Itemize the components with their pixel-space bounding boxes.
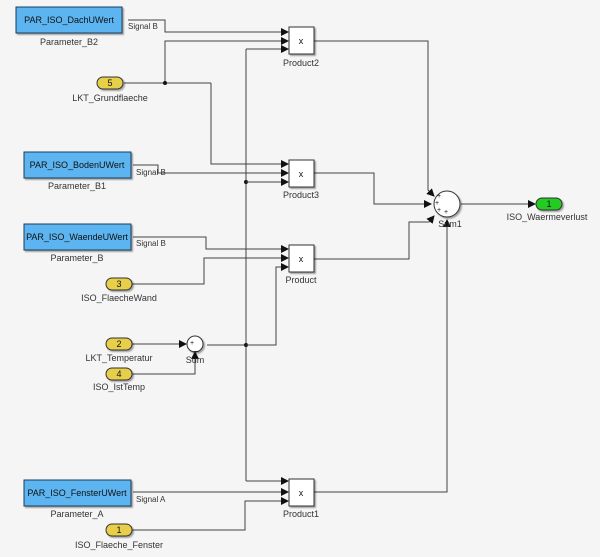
sum1-plus-sign: + xyxy=(444,209,448,216)
sum-plus-sign: + xyxy=(190,340,194,347)
wire-in5-to-product2[interactable] xyxy=(164,37,289,83)
wire-product1-to-sum1[interactable] xyxy=(314,219,451,493)
sum-name: Sum xyxy=(186,355,205,365)
outport-1[interactable]: 1 ISO_Waermeverlust xyxy=(507,197,588,222)
wire-in1-to-product1[interactable] xyxy=(130,497,289,531)
wires xyxy=(124,19,536,531)
inport-number: 4 xyxy=(116,369,121,379)
signal-label: Signal A xyxy=(136,495,166,504)
wire-sum-to-product[interactable] xyxy=(246,263,289,346)
product-name: Product1 xyxy=(283,509,319,519)
wire-product2-to-sum1[interactable] xyxy=(314,40,435,197)
parameter-block-waende[interactable]: PAR_ISO_WaendeUWert Parameter_B xyxy=(23,223,132,263)
inport-name: ISO_FlaecheWand xyxy=(81,293,157,303)
inport-1[interactable]: 1 ISO_Flaeche_Fenster xyxy=(75,523,163,550)
outport-number: 1 xyxy=(546,199,551,209)
inport-5[interactable]: 5 LKT_Grundflaeche xyxy=(72,76,148,103)
branch-point xyxy=(163,81,167,85)
parameter-name: PAR_ISO_DachUWert xyxy=(24,15,114,25)
wire-param-b2-to-product2[interactable] xyxy=(128,19,289,36)
signal-label: Signal B xyxy=(128,22,158,31)
product-block-3[interactable]: x Product3 xyxy=(283,159,319,200)
parameter-block-boden[interactable]: PAR_ISO_BodenUWert Parameter_B1 xyxy=(23,151,132,191)
product-symbol: x xyxy=(299,169,304,179)
product-name: Product3 xyxy=(283,190,319,200)
wire-in5-to-product3[interactable] xyxy=(210,83,289,168)
product-symbol: x xyxy=(299,254,304,264)
wire-product-to-sum1[interactable] xyxy=(314,215,435,260)
sum-block[interactable]: + _ Sum xyxy=(186,335,205,365)
inport-3[interactable]: 3 ISO_FlaecheWand xyxy=(81,277,157,303)
inport-name: LKT_Temperatur xyxy=(85,353,152,363)
sum1-plus-sign: + xyxy=(435,200,439,207)
sum1-plus-sign: + xyxy=(437,193,441,200)
wire-in4-to-sum[interactable] xyxy=(130,351,199,375)
inport-number: 5 xyxy=(107,78,112,88)
inport-name: ISO_IstTemp xyxy=(93,382,145,392)
product-name: Product xyxy=(285,275,317,285)
parameter-name: PAR_ISO_BodenUWert xyxy=(30,160,125,170)
sum1-plus-sign: + xyxy=(437,207,441,214)
wire-param-b1-to-product3[interactable] xyxy=(133,164,289,177)
sum1-name: Sum1 xyxy=(438,219,462,229)
inport-number: 1 xyxy=(116,525,121,535)
inport-number: 3 xyxy=(116,279,121,289)
inport-name: LKT_Grundflaeche xyxy=(72,93,148,103)
wire-product3-to-sum1[interactable] xyxy=(314,172,432,208)
parameter-caption: Parameter_B2 xyxy=(40,37,98,47)
product-symbol: x xyxy=(299,36,304,46)
wire-in3-to-product[interactable] xyxy=(124,254,289,285)
sum-minus-sign: _ xyxy=(193,343,199,352)
product-block[interactable]: x Product xyxy=(285,244,317,285)
inport-2[interactable]: 2 LKT_Temperatur xyxy=(85,337,153,363)
outport-name: ISO_Waermeverlust xyxy=(507,212,588,222)
parameter-block-fenster[interactable]: PAR_ISO_FensterUWert Parameter_A xyxy=(23,479,132,519)
inport-name: ISO_Flaeche_Fenster xyxy=(75,540,163,550)
wire-param-b-to-product[interactable] xyxy=(133,236,289,253)
parameter-caption: Parameter_A xyxy=(50,509,103,519)
inport-4[interactable]: 4 ISO_IstTemp xyxy=(93,367,145,392)
signal-label: Signal B xyxy=(136,239,166,248)
inport-number: 2 xyxy=(116,339,121,349)
sum1-block[interactable]: + + + + Sum1 xyxy=(433,190,462,229)
signal-label: Signal B xyxy=(136,168,166,177)
parameter-name: PAR_ISO_FensterUWert xyxy=(27,488,127,498)
product-symbol: x xyxy=(299,488,304,498)
product-block-2[interactable]: x Product2 xyxy=(283,26,319,68)
parameter-caption: Parameter_B1 xyxy=(48,181,106,191)
parameter-caption: Parameter_B xyxy=(50,253,103,263)
product-name: Product2 xyxy=(283,58,319,68)
parameter-block-dach[interactable]: PAR_ISO_DachUWert Parameter_B2 xyxy=(15,6,123,47)
parameter-name: PAR_ISO_WaendeUWert xyxy=(26,232,128,242)
product-block-1[interactable]: x Product1 xyxy=(283,478,319,519)
